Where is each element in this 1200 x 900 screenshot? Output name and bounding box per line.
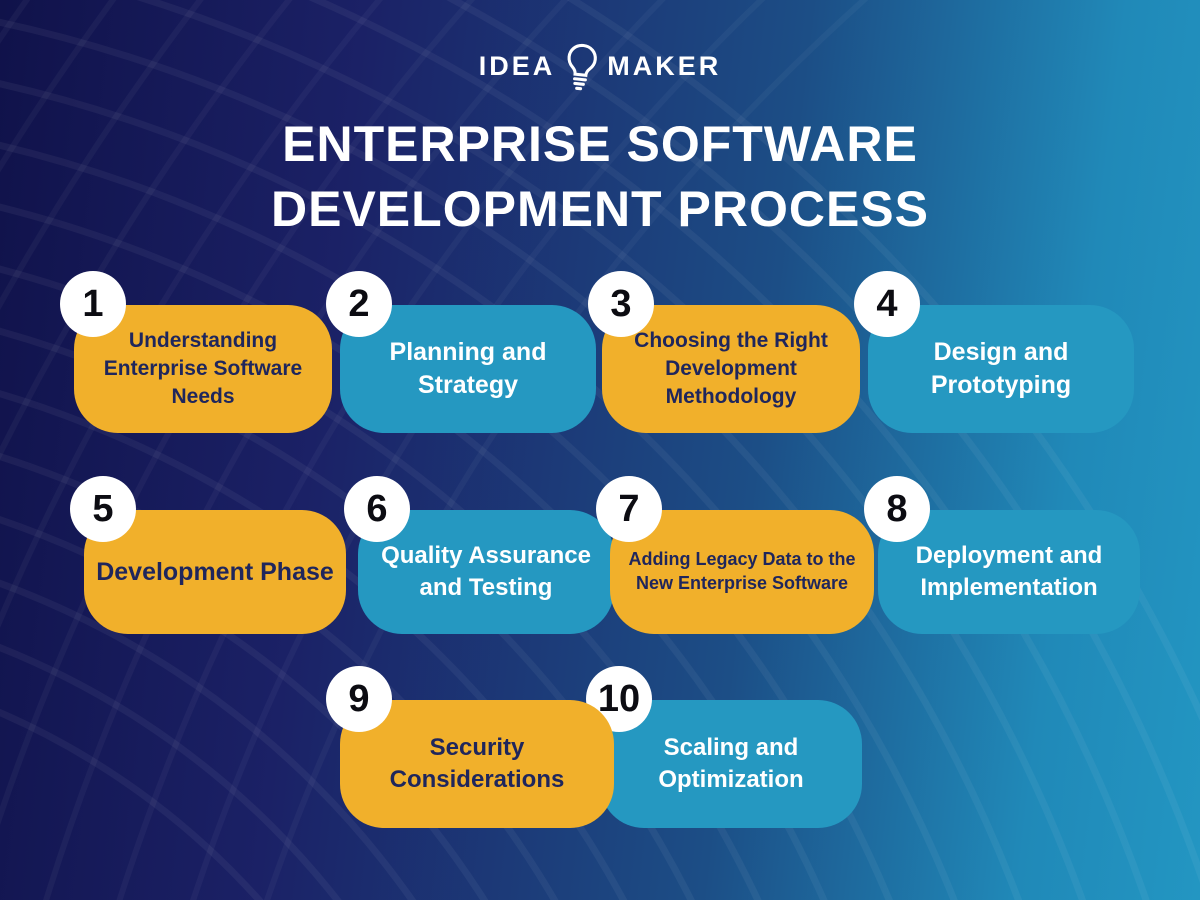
step-box-10: 10 Scaling and Optimization (586, 666, 862, 828)
step-label: Development Phase (96, 557, 334, 586)
step-number-badge: 9 (326, 666, 392, 732)
step-number-badge: 4 (854, 271, 920, 337)
logo-text-left: IDEA (478, 50, 556, 81)
step-number-badge: 7 (596, 476, 662, 542)
step-label: Scaling and Optimization (658, 734, 804, 793)
step-box-5: 5 Development Phase (70, 476, 346, 634)
step-box-8: 8 Deployment and Implementation (864, 476, 1140, 634)
step-box-1: 1 Understanding Enterprise Software Need… (60, 271, 332, 433)
step-box-4: 4 Design and Prototyping (854, 271, 1134, 433)
step-label: Quality Assurance and Testing (381, 542, 591, 601)
step-box-6: 6 Quality Assurance and Testing (344, 476, 614, 634)
step-number-badge: 1 (60, 271, 126, 337)
step-label: Adding Legacy Data to the New Enterprise… (628, 549, 856, 593)
step-box-3: 3 Choosing the Right Development Methodo… (588, 271, 860, 433)
step-label: Security Considerations (389, 734, 565, 793)
page-title: ENTERPRISE SOFTWARE DEVELOPMENT PROCESS (0, 112, 1200, 242)
logo-text-right: MAKER (607, 50, 722, 81)
step-box-2: 2 Planning and Strategy (326, 271, 596, 433)
logo: IDEA MAKER (0, 34, 1200, 98)
page-title-line2: DEVELOPMENT PROCESS (271, 181, 929, 237)
step-label: Deployment and Implementation (915, 542, 1103, 601)
step-label: Design and Prototyping (930, 338, 1072, 399)
step-number-badge: 3 (588, 271, 654, 337)
step-box-9: 9 Security Considerations (326, 666, 614, 828)
step-number-badge: 6 (344, 476, 410, 542)
step-label: Understanding Enterprise Software Needs (103, 329, 303, 408)
page-title-line1: ENTERPRISE SOFTWARE (282, 116, 918, 172)
step-label: Choosing the Right Development Methodolo… (634, 329, 828, 408)
step-number-badge: 2 (326, 271, 392, 337)
step-number-badge: 8 (864, 476, 930, 542)
step-label: Planning and Strategy (389, 338, 547, 399)
step-number-badge: 5 (70, 476, 136, 542)
lightbulb-icon (561, 40, 601, 98)
step-box-7: 7 Adding Legacy Data to the New Enterpri… (596, 476, 874, 634)
